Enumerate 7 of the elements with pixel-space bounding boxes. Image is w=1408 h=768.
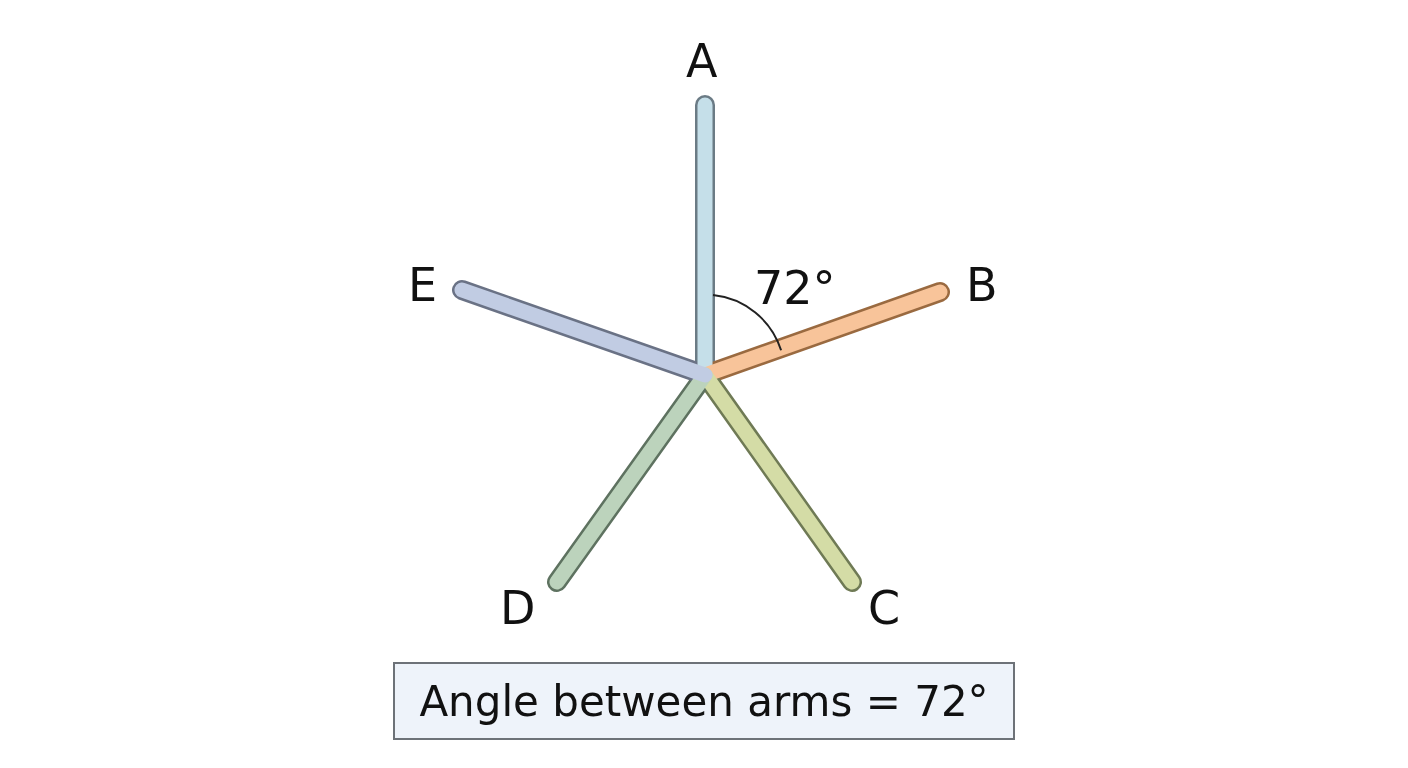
arm-label: C <box>868 585 901 631</box>
arm-label: A <box>686 38 718 84</box>
angle-label: 72° <box>754 265 836 311</box>
arm-label: D <box>500 585 536 631</box>
arm-label: B <box>966 262 998 308</box>
arm-label: E <box>408 262 438 308</box>
note-box: Angle between arms = 72° <box>393 662 1015 740</box>
